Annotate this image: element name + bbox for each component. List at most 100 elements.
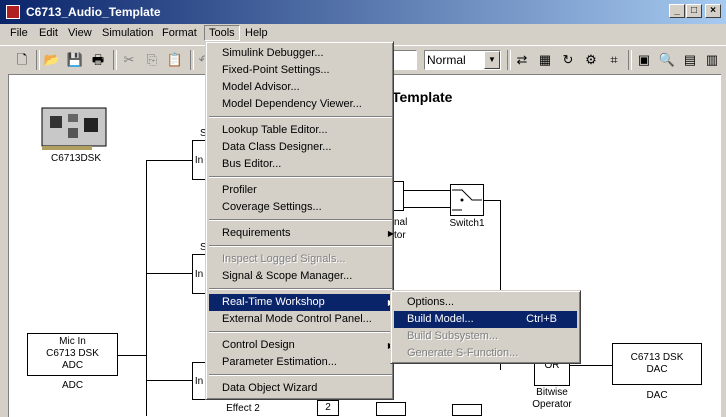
menu-item-bus-editor[interactable]: Bus Editor...: [222, 158, 282, 170]
menu-item-inspect-logged-signals[interactable]: Inspect Logged Signals...: [222, 253, 346, 265]
subsystem-label: S: [200, 242, 207, 253]
partial-block[interactable]: [452, 404, 482, 416]
menu-item-lookup-table-editor[interactable]: Lookup Table Editor...: [222, 124, 328, 136]
signal-line: [146, 160, 147, 416]
toolbar-separator: [507, 50, 511, 70]
close-button[interactable]: ×: [705, 4, 721, 18]
menu-item-model-advisor[interactable]: Model Advisor...: [222, 81, 300, 93]
menu-separator: [209, 176, 392, 178]
update-diagram-icon[interactable]: ⇄: [516, 52, 528, 67]
bitwise-label-line: Operator: [532, 399, 572, 410]
menu-item-control-design[interactable]: Control Design ▶: [209, 337, 402, 354]
model-explorer-icon[interactable]: 🔍: [658, 52, 676, 67]
chevron-down-icon[interactable]: ▼: [484, 51, 500, 69]
adc-label: ADC: [61, 380, 84, 391]
inport-label: In: [194, 155, 204, 166]
effect-subsystem-3[interactable]: In: [192, 362, 206, 400]
menu-item-requirements[interactable]: Requirements ▶: [209, 225, 402, 242]
connect-icon[interactable]: ⚙: [585, 52, 597, 67]
menu-item-data-class-designer[interactable]: Data Class Designer...: [222, 141, 332, 153]
menu-item-signal-scope-manager[interactable]: Signal & Scope Manager...: [222, 270, 353, 282]
toolbar-separator: [36, 50, 40, 70]
menu-item-real-time-workshop[interactable]: Real-Time Workshop ▶: [209, 294, 402, 311]
signal-line: [146, 160, 192, 161]
menu-separator: [209, 374, 392, 376]
debugger-icon[interactable]: ▤: [683, 52, 697, 67]
model-title: Template: [392, 89, 453, 105]
menu-file[interactable]: File: [10, 27, 28, 39]
debug-icon[interactable]: ⌗: [610, 52, 618, 67]
menu-item-label: Build Model...: [407, 313, 474, 325]
menu-separator: [209, 245, 392, 247]
menu-item-external-mode-control-panel[interactable]: External Mode Control Panel...: [222, 313, 372, 325]
menu-tools[interactable]: Tools: [204, 25, 240, 41]
menu-item-generate-s-function[interactable]: Generate S-Function...: [407, 347, 519, 359]
menu-item-coverage-settings[interactable]: Coverage Settings...: [222, 201, 322, 213]
menu-item-build-model[interactable]: Build Model... Ctrl+B: [394, 311, 577, 328]
new-model-icon[interactable]: 🗋: [16, 52, 28, 67]
dsk-board-icon[interactable]: [40, 104, 110, 152]
menu-format[interactable]: Format: [162, 27, 197, 39]
toolbar-separator: [628, 50, 632, 70]
cut-icon[interactable]: ✂: [123, 52, 135, 67]
or-text: OR: [544, 360, 560, 371]
menu-view[interactable]: View: [68, 27, 92, 39]
partial-block[interactable]: [376, 402, 406, 416]
menu-item-simulink-debugger[interactable]: Simulink Debugger...: [222, 47, 324, 59]
adc-block[interactable]: Mic In C6713 DSK ADC: [27, 333, 118, 376]
menu-edit[interactable]: Edit: [39, 27, 58, 39]
open-icon[interactable]: 📂: [43, 52, 61, 67]
dac-label: DAC: [646, 390, 668, 401]
menu-bar: File Edit View Simulation Format Tools H…: [0, 24, 726, 43]
paste-icon[interactable]: 📋: [166, 52, 184, 67]
adc-line: ADC: [61, 360, 84, 371]
menu-separator: [209, 116, 392, 118]
dsk-label: C6713DSK: [50, 153, 102, 164]
save-icon[interactable]: 💾: [66, 52, 84, 67]
menu-separator: [209, 331, 392, 333]
menu-separator: [209, 219, 392, 221]
menu-item-fixed-point-settings[interactable]: Fixed-Point Settings...: [222, 64, 330, 76]
menu-item-model-dependency-viewer[interactable]: Model Dependency Viewer...: [222, 98, 362, 110]
submenu-arrow-icon: ▶: [387, 229, 394, 238]
refresh-icon[interactable]: ↻: [562, 52, 574, 67]
switch-label: Switch1: [449, 218, 485, 229]
partial-label: tor: [394, 230, 406, 241]
signal-line: [146, 273, 192, 274]
menu-help[interactable]: Help: [245, 27, 268, 39]
adc-line: Mic In: [59, 336, 86, 347]
undo-icon[interactable]: ↶: [198, 52, 210, 67]
build-icon[interactable]: ▦: [538, 52, 552, 67]
dac-line: C6713 DSK: [630, 352, 684, 363]
adc-line: C6713 DSK: [46, 348, 99, 359]
menu-simulation[interactable]: Simulation: [102, 27, 154, 39]
menu-separator: [209, 288, 392, 290]
menu-item-parameter-estimation[interactable]: Parameter Estimation...: [222, 356, 337, 368]
toolbar-separator: [113, 50, 117, 70]
print-icon[interactable]: 🖶: [91, 52, 105, 67]
maximize-button[interactable]: □: [686, 4, 702, 18]
dac-block[interactable]: C6713 DSK DAC: [612, 343, 702, 385]
simulink-app-icon[interactable]: [6, 5, 20, 19]
simulation-mode-select[interactable]: Normal ▼: [424, 50, 501, 70]
copy-icon[interactable]: ⎘: [146, 52, 158, 67]
effect-subsystem-2[interactable]: In: [192, 254, 206, 294]
menu-item-build-subsystem[interactable]: Build Subsystem...: [407, 330, 499, 342]
signal-line: [146, 380, 192, 381]
bitwise-label-line: Bitwise: [536, 387, 568, 398]
library-browser-icon[interactable]: ▣: [637, 52, 651, 67]
shortcut-label: Ctrl+B: [526, 313, 557, 325]
minimize-button[interactable]: _: [669, 4, 685, 18]
menu-item-label: Control Design: [222, 339, 295, 351]
effect2-label: Effect 2: [226, 403, 260, 414]
inport-label: In: [194, 376, 204, 387]
menu-item-data-object-wizard[interactable]: Data Object Wizard: [222, 382, 318, 394]
model-browser-icon[interactable]: ▥: [705, 52, 719, 67]
menu-item-label: Real-Time Workshop: [222, 296, 325, 308]
switch-block[interactable]: [450, 184, 484, 216]
constant-block[interactable]: 2: [317, 400, 339, 416]
effect-subsystem-1[interactable]: In: [192, 140, 206, 180]
bitwise-label: Bitwise Operator: [526, 387, 578, 411]
menu-item-options[interactable]: Options...: [407, 296, 455, 308]
menu-item-profiler[interactable]: Profiler: [222, 184, 257, 196]
